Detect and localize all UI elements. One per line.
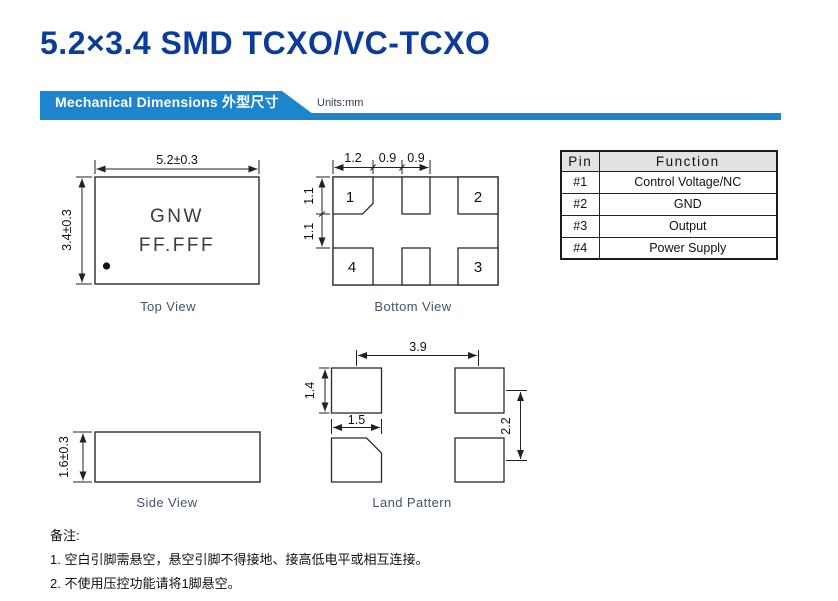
pad1-number: 1 — [346, 189, 354, 206]
marking-frequency: FF.FFF — [139, 235, 215, 256]
land-pad-bl — [330, 437, 383, 483]
section-banner-bar — [40, 113, 781, 120]
side-view: 1.6±0.3 Side View — [57, 431, 261, 510]
note-item: 2. 不使用压控功能请将1脚悬空。 — [50, 576, 241, 591]
marking-brand: GNW — [150, 206, 204, 227]
land-pad-tr — [454, 367, 505, 414]
land-pad-tl — [330, 367, 383, 414]
dim-tick — [399, 164, 405, 171]
notes-block: 备注: 1. 空白引脚需悬空，悬空引脚不得接地、接高低电平或相互连接。 2. 不… — [50, 524, 428, 596]
section-banner-label: Mechanical Dimensions 外型尺寸 — [55, 94, 279, 110]
dim-pitch-label: 2.2 — [499, 417, 513, 434]
function-cell: Power Supply — [598, 236, 778, 260]
dim-gap-label: 0.9 — [379, 151, 396, 165]
pad-4 — [332, 247, 374, 286]
function-cell: Output — [598, 214, 778, 238]
land-pattern-label: Land Pattern — [372, 495, 451, 510]
function-cell: Control Voltage/NC — [598, 170, 778, 194]
pad-1 — [332, 176, 374, 215]
pin-cell: #2 — [560, 192, 600, 216]
pad4-number: 4 — [348, 259, 356, 276]
land-pattern: 3.9 1.4 1.5 2.2 Land Pattern — [303, 340, 527, 510]
table-row: #3 Output — [560, 214, 778, 238]
table-row: #2 GND — [560, 192, 778, 216]
pad-3 — [457, 247, 499, 286]
side-view-label: Side View — [136, 495, 197, 510]
table-row: #4 Power Supply — [560, 236, 778, 260]
side-view-body — [94, 431, 261, 483]
header-function: Function — [598, 150, 778, 172]
top-view-label: Top View — [140, 299, 196, 314]
table-header-row: Pin Function — [560, 150, 778, 172]
dim-span-label: 3.9 — [409, 340, 426, 354]
pin-cell: #4 — [560, 236, 600, 260]
top-view-body — [94, 176, 260, 285]
table-row: #1 Control Voltage/NC — [560, 170, 778, 194]
dim-thickness-label: 1.6±0.3 — [57, 436, 71, 478]
section-banner-tab: Mechanical Dimensions 外型尺寸 — [40, 91, 313, 114]
note-item: 1. 空白引脚需悬空，悬空引脚不得接地、接高低电平或相互连接。 — [50, 552, 429, 567]
pad-mid-top — [401, 176, 431, 215]
dim-tick — [370, 164, 376, 171]
bottom-view-label: Bottom View — [374, 299, 451, 314]
pin1-marker-dot — [102, 262, 111, 270]
dim-height-label: 3.4±0.3 — [60, 209, 74, 251]
header-pin: Pin — [560, 150, 600, 172]
notes-heading: 备注: — [50, 528, 80, 543]
land-pad-br — [454, 437, 505, 483]
pad3-number: 3 — [474, 259, 482, 276]
pin-cell: #1 — [560, 170, 600, 194]
page-title: 5.2×3.4 SMD TCXO/VC-TCXO — [40, 25, 491, 61]
dim-v2-label: 1.1 — [302, 223, 316, 240]
function-cell: GND — [598, 192, 778, 216]
pad-2 — [457, 176, 499, 215]
pad-mid-bottom — [401, 247, 431, 286]
pad2-number: 2 — [474, 189, 482, 206]
pin-function-table: Pin Function #1 Control Voltage/NC #2 GN… — [560, 150, 778, 260]
dim-padw-label: 1.2 — [344, 151, 361, 165]
dim-padh-label: 1.4 — [303, 382, 317, 399]
dim-tick — [318, 211, 326, 217]
dim-width-label: 5.2±0.3 — [156, 153, 198, 167]
dim-padw-label: 1.5 — [348, 413, 365, 427]
pin-cell: #3 — [560, 214, 600, 238]
dim-v1-label: 1.1 — [302, 187, 316, 204]
bottom-view: 1 2 4 3 1.2 0.9 0.9 1.1 1.1 Bottom View — [302, 151, 499, 314]
top-view: GNW FF.FFF 5.2±0.3 3.4±0.3 Top View — [60, 153, 260, 314]
units-label: Units:mm — [317, 97, 364, 109]
dim-midw-label: 0.9 — [407, 151, 424, 165]
